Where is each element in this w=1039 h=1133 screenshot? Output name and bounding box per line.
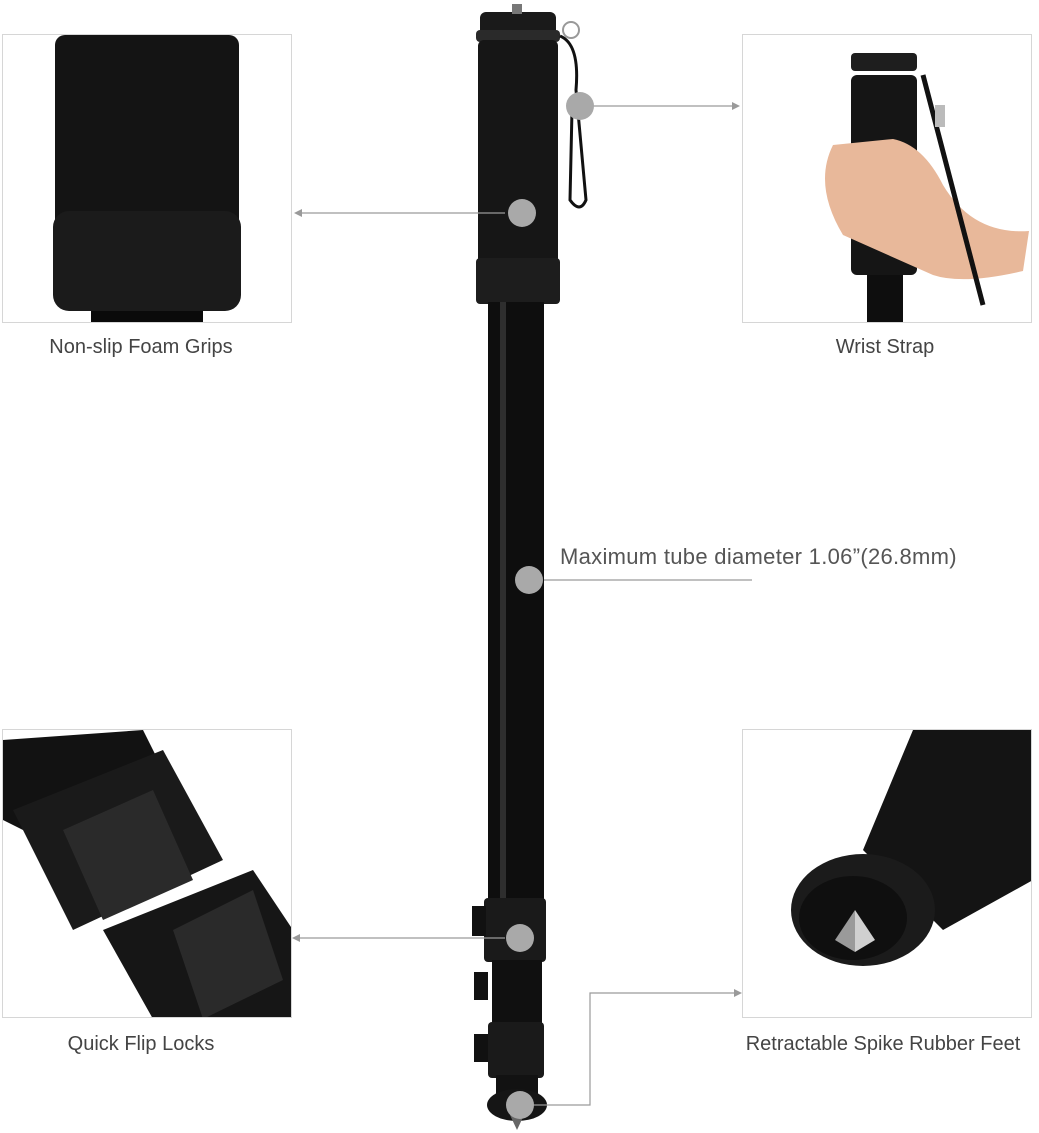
flip-locks-label: Quick Flip Locks xyxy=(67,1033,215,1055)
wrist-strap-label: Wrist Strap xyxy=(835,336,935,358)
spike-foot-photo xyxy=(791,730,1031,966)
flip-lock-2 xyxy=(488,1022,544,1078)
tube-diameter-note: Maximum tube diameter 1.06”(26.8mm) xyxy=(560,544,957,569)
callout-feet xyxy=(506,989,742,1119)
wrist-strap-panel xyxy=(742,34,1032,323)
flip-lock-photo xyxy=(3,730,291,1017)
wrist-strap xyxy=(559,34,588,209)
foam-grips-panel xyxy=(2,34,292,323)
mount-plate xyxy=(476,4,560,42)
callout-locks xyxy=(292,924,534,952)
foam-grip-photo xyxy=(53,35,241,322)
callout-grips xyxy=(294,199,536,227)
wrist-strap-photo xyxy=(825,53,1029,322)
tube-upper xyxy=(488,302,544,902)
foam-grip xyxy=(478,40,558,302)
foam-grips-label: Non-slip Foam Grips xyxy=(49,336,233,358)
flip-locks-panel xyxy=(2,729,292,1018)
callout-strap xyxy=(566,92,740,120)
callout-diameter xyxy=(515,566,752,594)
spike-feet-label: Retractable Spike Rubber Feet xyxy=(745,1033,1021,1055)
spike-feet-panel xyxy=(742,729,1032,1018)
